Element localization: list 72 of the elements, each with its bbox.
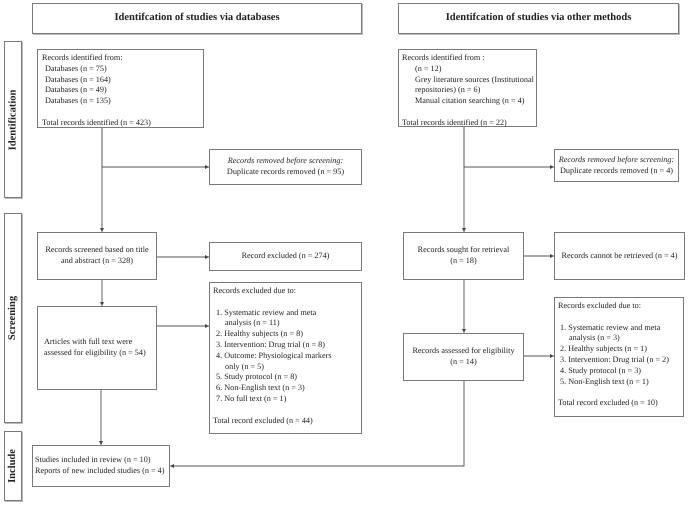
list-item: Databases (n = 49) [44,85,108,96]
phase-label: Include [7,449,19,483]
process-box [209,282,362,434]
arrow [524,354,554,358]
box-text: Records cannot be retrieved (n = 4) [561,250,678,262]
process-box [37,306,157,390]
list-item: (n = 12) [414,64,442,75]
box-heading: Records removed before screening: [228,156,344,167]
list-item: 2. Healthy subjects (n = 8) [215,329,304,340]
list-item: 1. Systematic review and meta analysis (n = 11) [215,308,318,330]
process-box [209,242,362,271]
list-heading: Records identified from : [402,53,486,64]
total-count: Total records identified (n = 423) [42,118,152,129]
box-text: Records assessed for eligibility (n = 14) [411,346,516,368]
total-count: Total records identified (n = 22) [402,118,508,129]
arrow [524,254,554,258]
list-item: 1. Systematic review and meta analysis (n = 3) [559,322,662,344]
arrow [156,324,210,328]
section-header [32,3,362,34]
process-box [554,149,679,182]
phase-label: Screening [7,296,19,340]
phase-label: Identification [7,89,19,150]
box-text: Duplicate records removed (n = 4) [560,166,674,176]
box-text: Record excluded (n = 274) [242,251,330,262]
arrow [100,280,104,306]
arrow [102,128,210,169]
arrow [99,390,103,446]
list-item: Databases (n = 75) [44,64,108,75]
process-box [398,49,537,127]
list-item: Databases (n = 164) [44,74,112,86]
arrow [464,126,554,169]
process-box [209,149,362,185]
list-item: 4. Outcome: Physiological markers only (n = 5) [215,350,333,372]
list-item: Grey literature sources (Institutional repositories) (n = 6) [414,74,534,96]
process-box [37,49,204,128]
section-header [398,3,679,34]
arrow [156,255,210,259]
total-count: Total record excluded (n = 10) [558,398,659,409]
list-item: 5. Non-English text (n = 1) [559,376,650,388]
list-heading: Records excluded due to: [558,301,642,312]
list-item: 6. Non-English text (n = 3) [215,383,306,394]
process-box [403,333,524,381]
arrow [170,380,464,468]
list-item: 3. Intervention: Drug trial (n = 8) [215,340,326,351]
process-box [554,297,684,417]
box-heading: Records removed before screening: [558,154,674,166]
process-box [37,232,157,280]
phase-band [4,213,22,423]
box-text: Articles with full text were assessed for eligibility (n = 54) [44,337,147,359]
phase-band [4,431,22,501]
list-item: 7. No full text (n = 1) [215,394,288,405]
list-item: Manual citation searching (n = 4) [414,96,526,107]
list-item: 3. Intervention: Drug trial (n = 2) [559,354,670,366]
list-heading: Records excluded due to: [213,286,297,297]
arrow [462,280,466,334]
process-box [32,445,170,487]
section-title: Identifcation of studies via databases [114,13,280,24]
phase-band [4,41,22,198]
box-text: Reports of new included studies (n = 4) [35,466,164,477]
process-box [554,232,685,280]
box-text: Duplicate records removed (n = 95) [226,167,344,178]
list-heading: Records identified from: [42,53,124,64]
box-text: Records screened based on title and abstract (n = 328) [44,245,150,267]
process-box [403,232,524,280]
list-item: Databases (n = 135) [44,96,112,107]
section-title: Identifcation of studies via other methods [446,13,632,24]
list-item: 2. Healthy subjects (n = 1) [559,344,648,355]
box-text: Records sought for retrieval (n = 18) [416,245,510,267]
total-count: Total record excluded (n = 44) [213,416,314,426]
list-item: 4. Study protocol (n = 3) [559,366,642,377]
list-item: 5. Study protocol (n = 8) [215,372,298,384]
box-text: Studies included in review (n = 10) [35,455,151,466]
